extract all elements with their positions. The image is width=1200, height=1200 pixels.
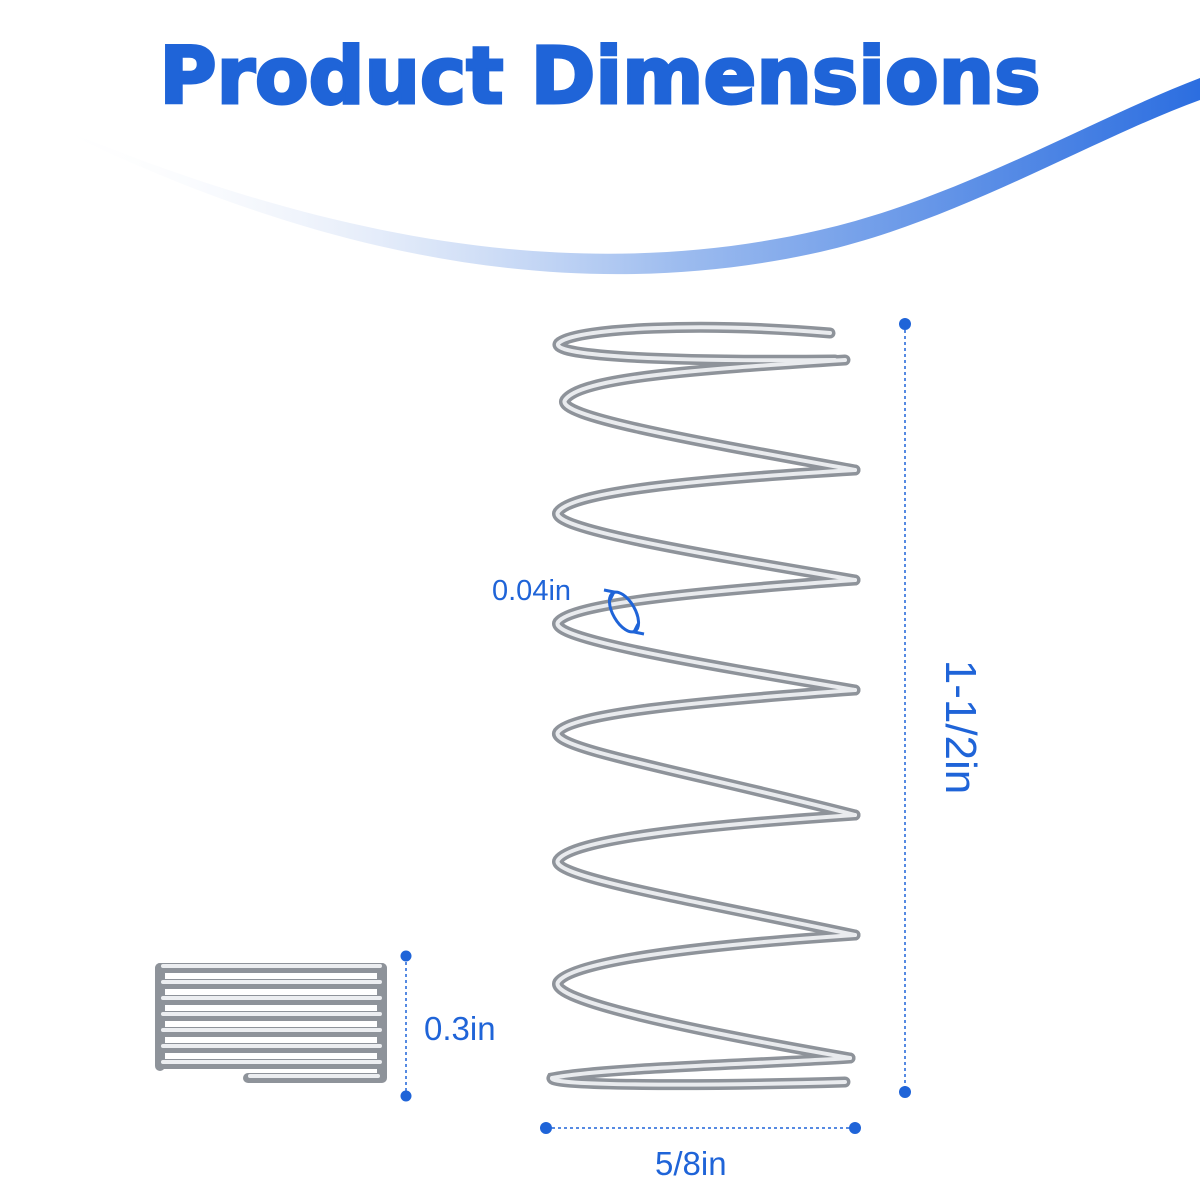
- compressed-spring: [155, 963, 387, 1083]
- width-dimension-line: [540, 1122, 861, 1134]
- tall-spring: [546, 321, 861, 1091]
- compressed-height-dimension-line: [400, 950, 412, 1102]
- outer-diameter-label: 5/8in: [655, 1145, 727, 1182]
- swoosh-band: [40, 78, 1200, 275]
- circular-arrow-icon: [603, 588, 645, 636]
- height-label: 1-1/2in: [936, 659, 985, 795]
- height-dimension-line: [899, 318, 911, 1098]
- wire-thickness-label: 0.04in: [492, 575, 572, 607]
- page-title: Product Dimensions: [158, 32, 1042, 122]
- compressed-height-label: 0.3in: [424, 1010, 496, 1047]
